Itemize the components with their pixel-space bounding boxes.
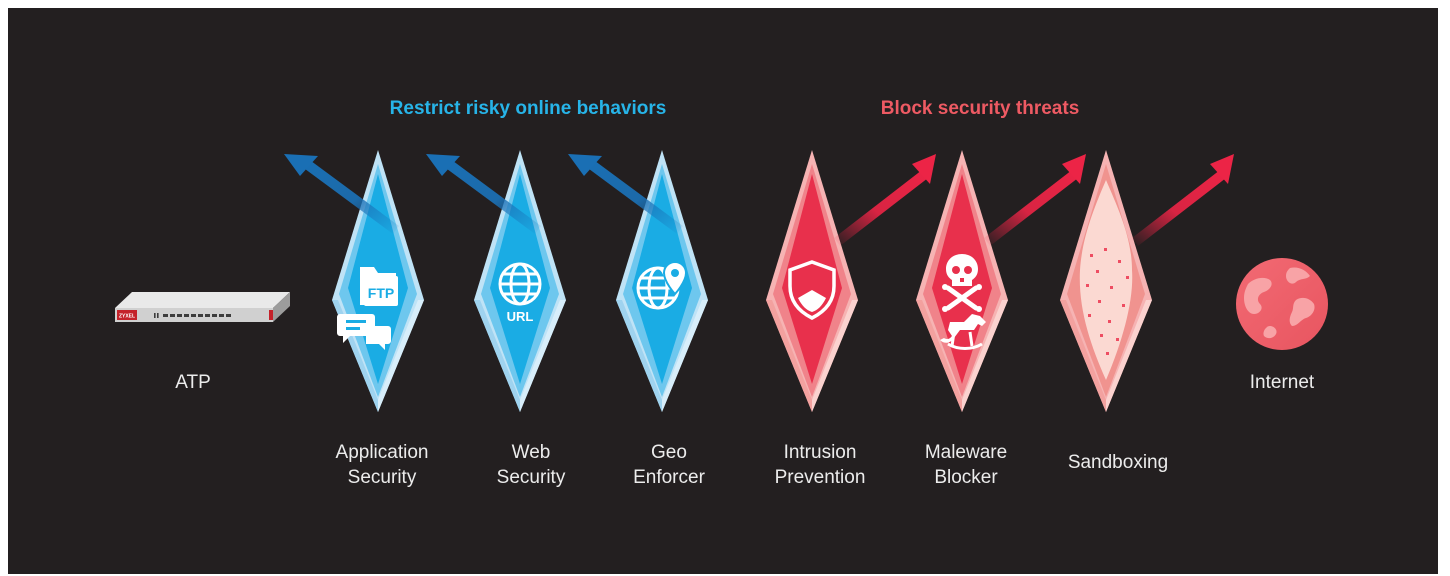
globe-pin-icon	[636, 260, 688, 310]
url-globe-icon	[498, 262, 542, 306]
restrict-heading: Restrict risky online behaviors	[389, 98, 667, 119]
sandbox-grains	[1086, 248, 1129, 355]
device-brand: ZYXEL	[119, 314, 135, 320]
shield-sandboxing	[1060, 150, 1152, 412]
device-label: ATP	[175, 372, 211, 393]
layer-label-sandboxing: Sandboxing	[1067, 452, 1169, 473]
shield-web-security	[474, 150, 566, 412]
red-arrows	[834, 154, 1234, 246]
internet-globe-icon	[1236, 258, 1328, 350]
shield-intrusion-prevention	[766, 150, 858, 412]
block-heading: Block security threats	[880, 98, 1080, 119]
url-label: URL	[507, 309, 534, 324]
intrusion-shield-icon	[788, 260, 836, 320]
diagram-canvas: Restrict risky online behaviors Block se…	[8, 8, 1438, 574]
blue-arrows	[284, 154, 683, 234]
skull-trojan-horse-icon	[940, 254, 986, 350]
firewall-device-icon: ZYXEL	[115, 292, 290, 322]
ftp-chat-icon: FTP	[337, 267, 398, 350]
internet-label: Internet	[1249, 372, 1315, 393]
diagram-graphics: ZYXEL	[115, 150, 1328, 412]
svg-text:FTP: FTP	[368, 285, 394, 301]
